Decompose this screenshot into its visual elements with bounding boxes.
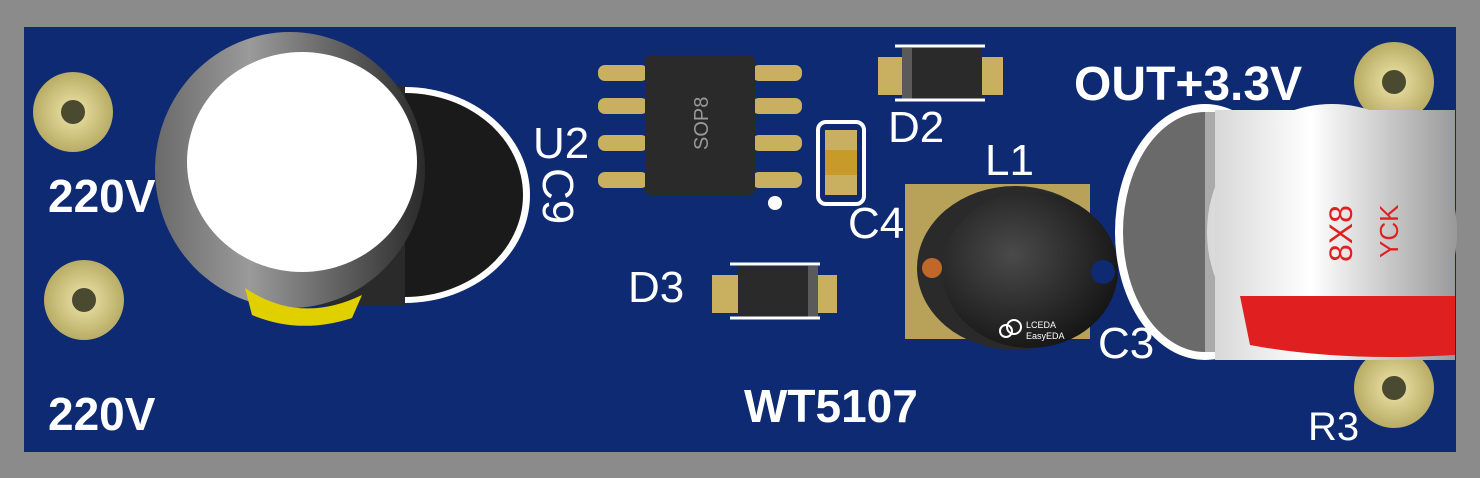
input-label-bottom: 220V	[48, 388, 156, 440]
diode-d3-label: D3	[628, 263, 684, 312]
output-voltage-label: OUT+3.3V	[1074, 58, 1302, 111]
input-pad-bottom	[44, 260, 124, 340]
inductor-logo-line1: LCEDA	[1026, 320, 1056, 330]
ic-u2-body	[645, 55, 755, 195]
inductor-l1	[905, 184, 1118, 350]
capacitor-c3-marking-size: 8X8	[1323, 205, 1359, 262]
input-label-top: 220V	[48, 170, 156, 222]
diode-d2	[878, 44, 1003, 102]
ic-u2-label: U2	[533, 119, 589, 168]
capacitor-c9-label: C9	[533, 168, 582, 224]
output-pad-r3	[1354, 348, 1434, 428]
input-pad-top	[33, 72, 113, 152]
ic-u2-pins	[598, 65, 802, 188]
capacitor-c4	[816, 120, 866, 206]
capacitor-c3-marking-brand: YCK	[1374, 204, 1404, 258]
capacitor-c9	[155, 32, 530, 326]
output-pad-top	[1354, 42, 1434, 122]
inductor-l1-label: L1	[985, 136, 1034, 185]
diode-d3	[712, 262, 837, 320]
capacitor-c3-label: C3	[1098, 319, 1154, 368]
inductor-cloud-icon	[999, 319, 1022, 338]
capacitor-c3	[1115, 104, 1457, 360]
capacitor-c4-label: C4	[848, 199, 904, 248]
ic-u2-pin1-dot	[768, 196, 782, 210]
ic-u2-package-label: SOP8	[691, 97, 713, 150]
chip-name-label: WT5107	[744, 380, 918, 432]
resistor-r3-label: R3	[1308, 405, 1359, 449]
diode-d2-label: D2	[888, 103, 944, 152]
inductor-logo-line2: EasyEDA	[1026, 331, 1065, 341]
